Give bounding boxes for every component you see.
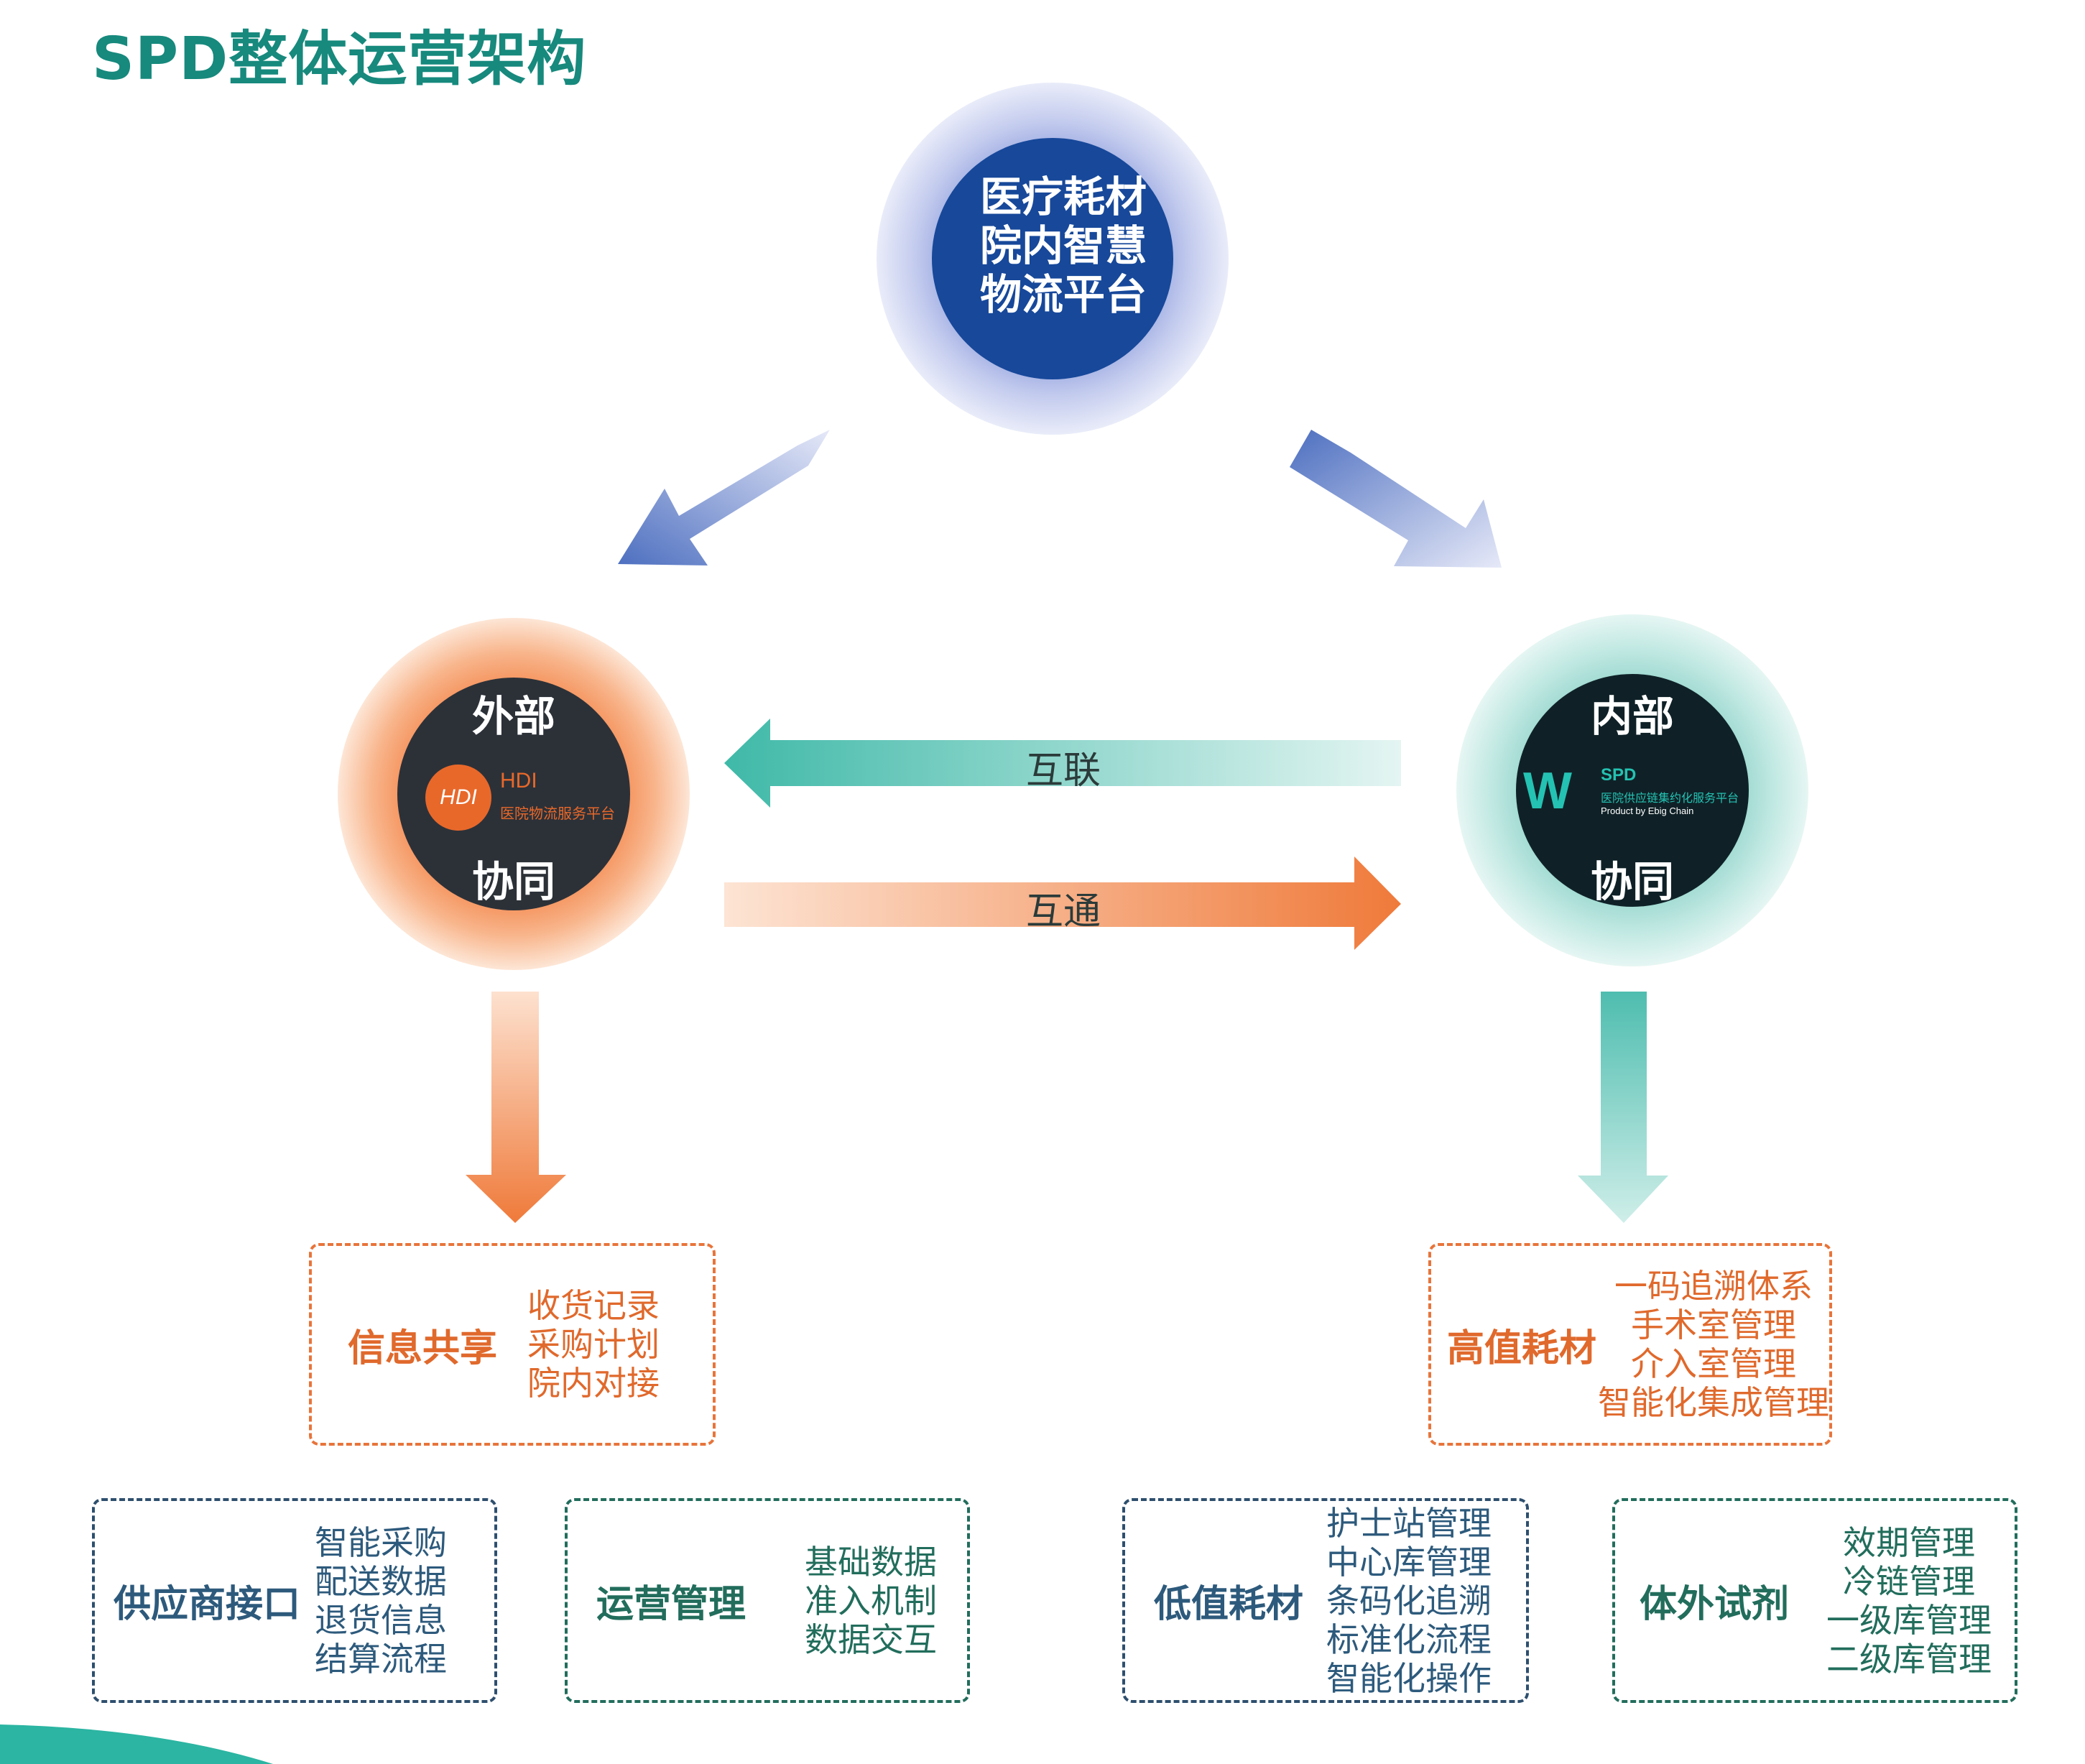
list-item: 介入室管理 (1631, 1344, 1796, 1383)
corner-decoration (0, 1724, 273, 1764)
spd-logo-product: Product by Ebig Chain (1601, 805, 1694, 816)
supplier-interface-list: 智能采购 配送数据 退货信息 结算流程 (315, 1523, 447, 1678)
list-item: 冷链管理 (1843, 1561, 1975, 1601)
center-line: 院内智慧 (979, 221, 1147, 270)
operations-box: 运营管理 基础数据 准入机制 数据交互 (565, 1498, 970, 1703)
hdi-logo: HDI HDI 医院物流服务平台 (425, 762, 641, 833)
list-item: 效期管理 (1843, 1523, 1975, 1562)
spd-logo-subtitle: 医院供应链集约化服务平台 (1601, 791, 1739, 805)
list-item: 手术室管理 (1631, 1306, 1796, 1344)
spd-logo-name: SPD (1601, 765, 1637, 785)
arrow-center-to-internal (1290, 430, 1502, 568)
high-value-title: 高值耗材 (1447, 1326, 1597, 1370)
list-item: 数据交互 (805, 1620, 937, 1659)
list-item: 配送数据 (315, 1561, 447, 1601)
list-item: 标准化流程 (1326, 1620, 1492, 1659)
list-item: 基础数据 (805, 1542, 937, 1581)
supplier-interface-title: 供应商接口 (114, 1583, 301, 1626)
intercommunicate-label: 互通 (1025, 890, 1101, 933)
external-bottom-label: 协同 (471, 857, 555, 906)
supplier-interface-box: 供应商接口 智能采购 配送数据 退货信息 结算流程 (92, 1498, 497, 1703)
info-share-list: 收货记录 采购计划 院内对接 (527, 1286, 660, 1403)
arrow-center-to-external (618, 430, 830, 565)
internal-bottom-label: 协同 (1590, 857, 1674, 906)
list-item: 结算流程 (315, 1639, 447, 1678)
list-item: 一码追溯体系 (1614, 1267, 1813, 1306)
list-item: 护士站管理 (1326, 1503, 1492, 1543)
arrow-external-down (466, 992, 566, 1223)
high-value-box: 高值耗材 一码追溯体系 手术室管理 介入室管理 智能化集成管理 (1428, 1243, 1832, 1446)
center-line: 物流平台 (979, 270, 1147, 319)
external-node-core (397, 678, 630, 910)
list-item: 智能化集成管理 (1598, 1383, 1829, 1422)
external-top-label: 外部 (471, 692, 555, 741)
operations-title: 运营管理 (596, 1583, 746, 1626)
spd-logo: W SPD 医院供应链集约化服务平台 Product by Ebig Chain (1523, 758, 1767, 837)
interconnect-label: 互联 (1025, 749, 1101, 793)
spd-logo-icon: W (1523, 762, 1572, 820)
list-item: 条码化追溯 (1326, 1581, 1492, 1620)
arrow-interconnect (724, 719, 1401, 808)
arrow-internal-down (1578, 992, 1668, 1223)
list-item: 退货信息 (315, 1600, 447, 1640)
list-item: 采购计划 (527, 1325, 660, 1364)
low-value-list: 护士站管理 中心库管理 条码化追溯 标准化流程 智能化操作 (1326, 1504, 1492, 1698)
center-line: 医疗耗材 (979, 172, 1147, 221)
list-item: 院内对接 (527, 1364, 660, 1403)
list-item: 准入机制 (805, 1581, 937, 1620)
info-share-box: 信息共享 收货记录 采购计划 院内对接 (309, 1243, 716, 1446)
list-item: 收货记录 (527, 1286, 660, 1325)
ivd-reagent-box: 体外试剂 效期管理 冷链管理 一级库管理 二级库管理 (1612, 1498, 2017, 1703)
high-value-list: 一码追溯体系 手术室管理 介入室管理 智能化集成管理 (1598, 1267, 1829, 1422)
list-item: 一级库管理 (1826, 1600, 1992, 1640)
list-item: 智能化操作 (1326, 1658, 1492, 1698)
low-value-box: 低值耗材 护士站管理 中心库管理 条码化追溯 标准化流程 智能化操作 (1122, 1498, 1529, 1703)
center-node-core (932, 138, 1173, 379)
arrow-intercommunicate (724, 856, 1401, 950)
internal-node-core (1516, 674, 1749, 907)
operations-list: 基础数据 准入机制 数据交互 (805, 1543, 937, 1659)
ivd-reagent-title: 体外试剂 (1640, 1583, 1790, 1626)
ivd-reagent-list: 效期管理 冷链管理 一级库管理 二级库管理 (1826, 1523, 1992, 1678)
page-title: SPD整体运营架构 (92, 25, 587, 93)
low-value-title: 低值耗材 (1154, 1583, 1304, 1626)
list-item: 智能采购 (315, 1523, 447, 1562)
center-node-label: 医疗耗材 院内智慧 物流平台 (912, 172, 1214, 319)
hdi-logo-icon: HDI (425, 765, 491, 831)
list-item: 二级库管理 (1826, 1639, 1992, 1678)
hdi-logo-name: HDI (500, 769, 537, 793)
info-share-title: 信息共享 (348, 1326, 498, 1370)
internal-top-label: 内部 (1590, 692, 1674, 741)
list-item: 中心库管理 (1326, 1542, 1492, 1581)
hdi-logo-subtitle: 医院物流服务平台 (500, 805, 615, 822)
